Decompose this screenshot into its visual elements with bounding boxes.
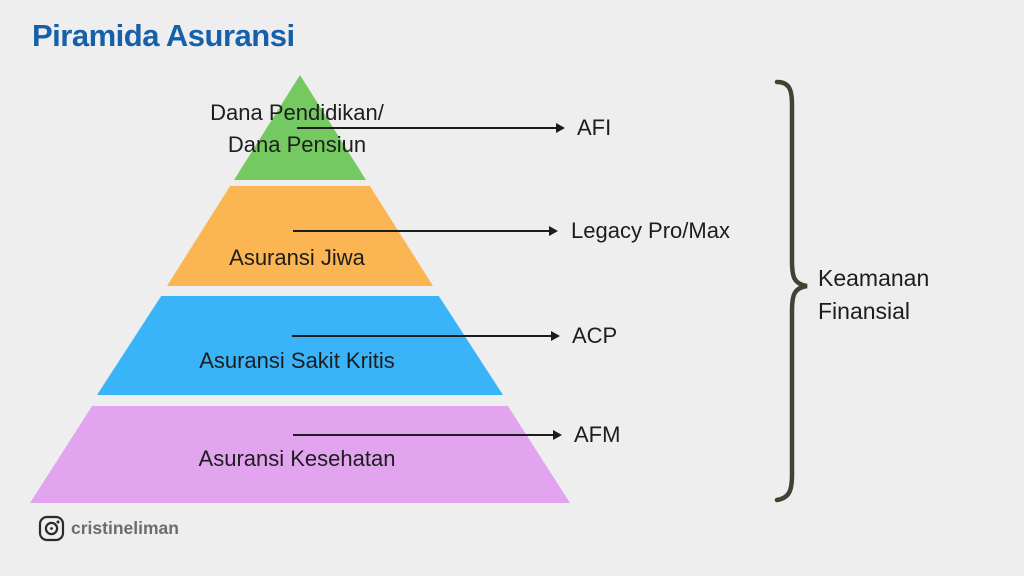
product-label-legacy-pro-max: Legacy Pro/Max (571, 218, 730, 243)
instagram-icon (38, 515, 65, 542)
connector-arrow-legacy (293, 229, 549, 233)
level-label-line: Dana Pensiun (227, 132, 367, 157)
credit-badge: cristineliman (38, 515, 179, 542)
pyramid-level-3 (97, 296, 503, 395)
level-label-asuransi-kesehatan: Asuransi Kesehatan (198, 446, 396, 471)
pyramid-level-bottom (30, 406, 570, 503)
product-label-afm: AFM (574, 422, 621, 447)
product-label-afi: AFI (577, 115, 612, 140)
product-label-acp: ACP (572, 323, 618, 348)
level-label-dana-pendidikan-pensiun: Dana Pendidikan/ Dana Pensiun (210, 97, 384, 161)
brace-label-line: Finansial (818, 297, 911, 324)
page-title: Piramida Asuransi (32, 18, 295, 53)
curly-brace-path (774, 79, 808, 503)
brace-label-line: Keamanan (818, 265, 930, 291)
level-label-asuransi-sakit-kritis: Asuransi Sakit Kritis (199, 348, 395, 373)
connector-arrow-afi (297, 126, 556, 130)
credit-handle: cristineliman (71, 518, 179, 538)
connector-arrow-acp (292, 334, 551, 338)
brace-label-keamanan-finansial: Keamanan Finansial (818, 262, 929, 327)
level-label-asuransi-jiwa: Asuransi Jiwa (229, 245, 365, 270)
curly-brace (774, 79, 808, 503)
connector-arrow-afm (293, 433, 553, 437)
level-label-line: Dana Pendidikan/ (210, 100, 384, 125)
